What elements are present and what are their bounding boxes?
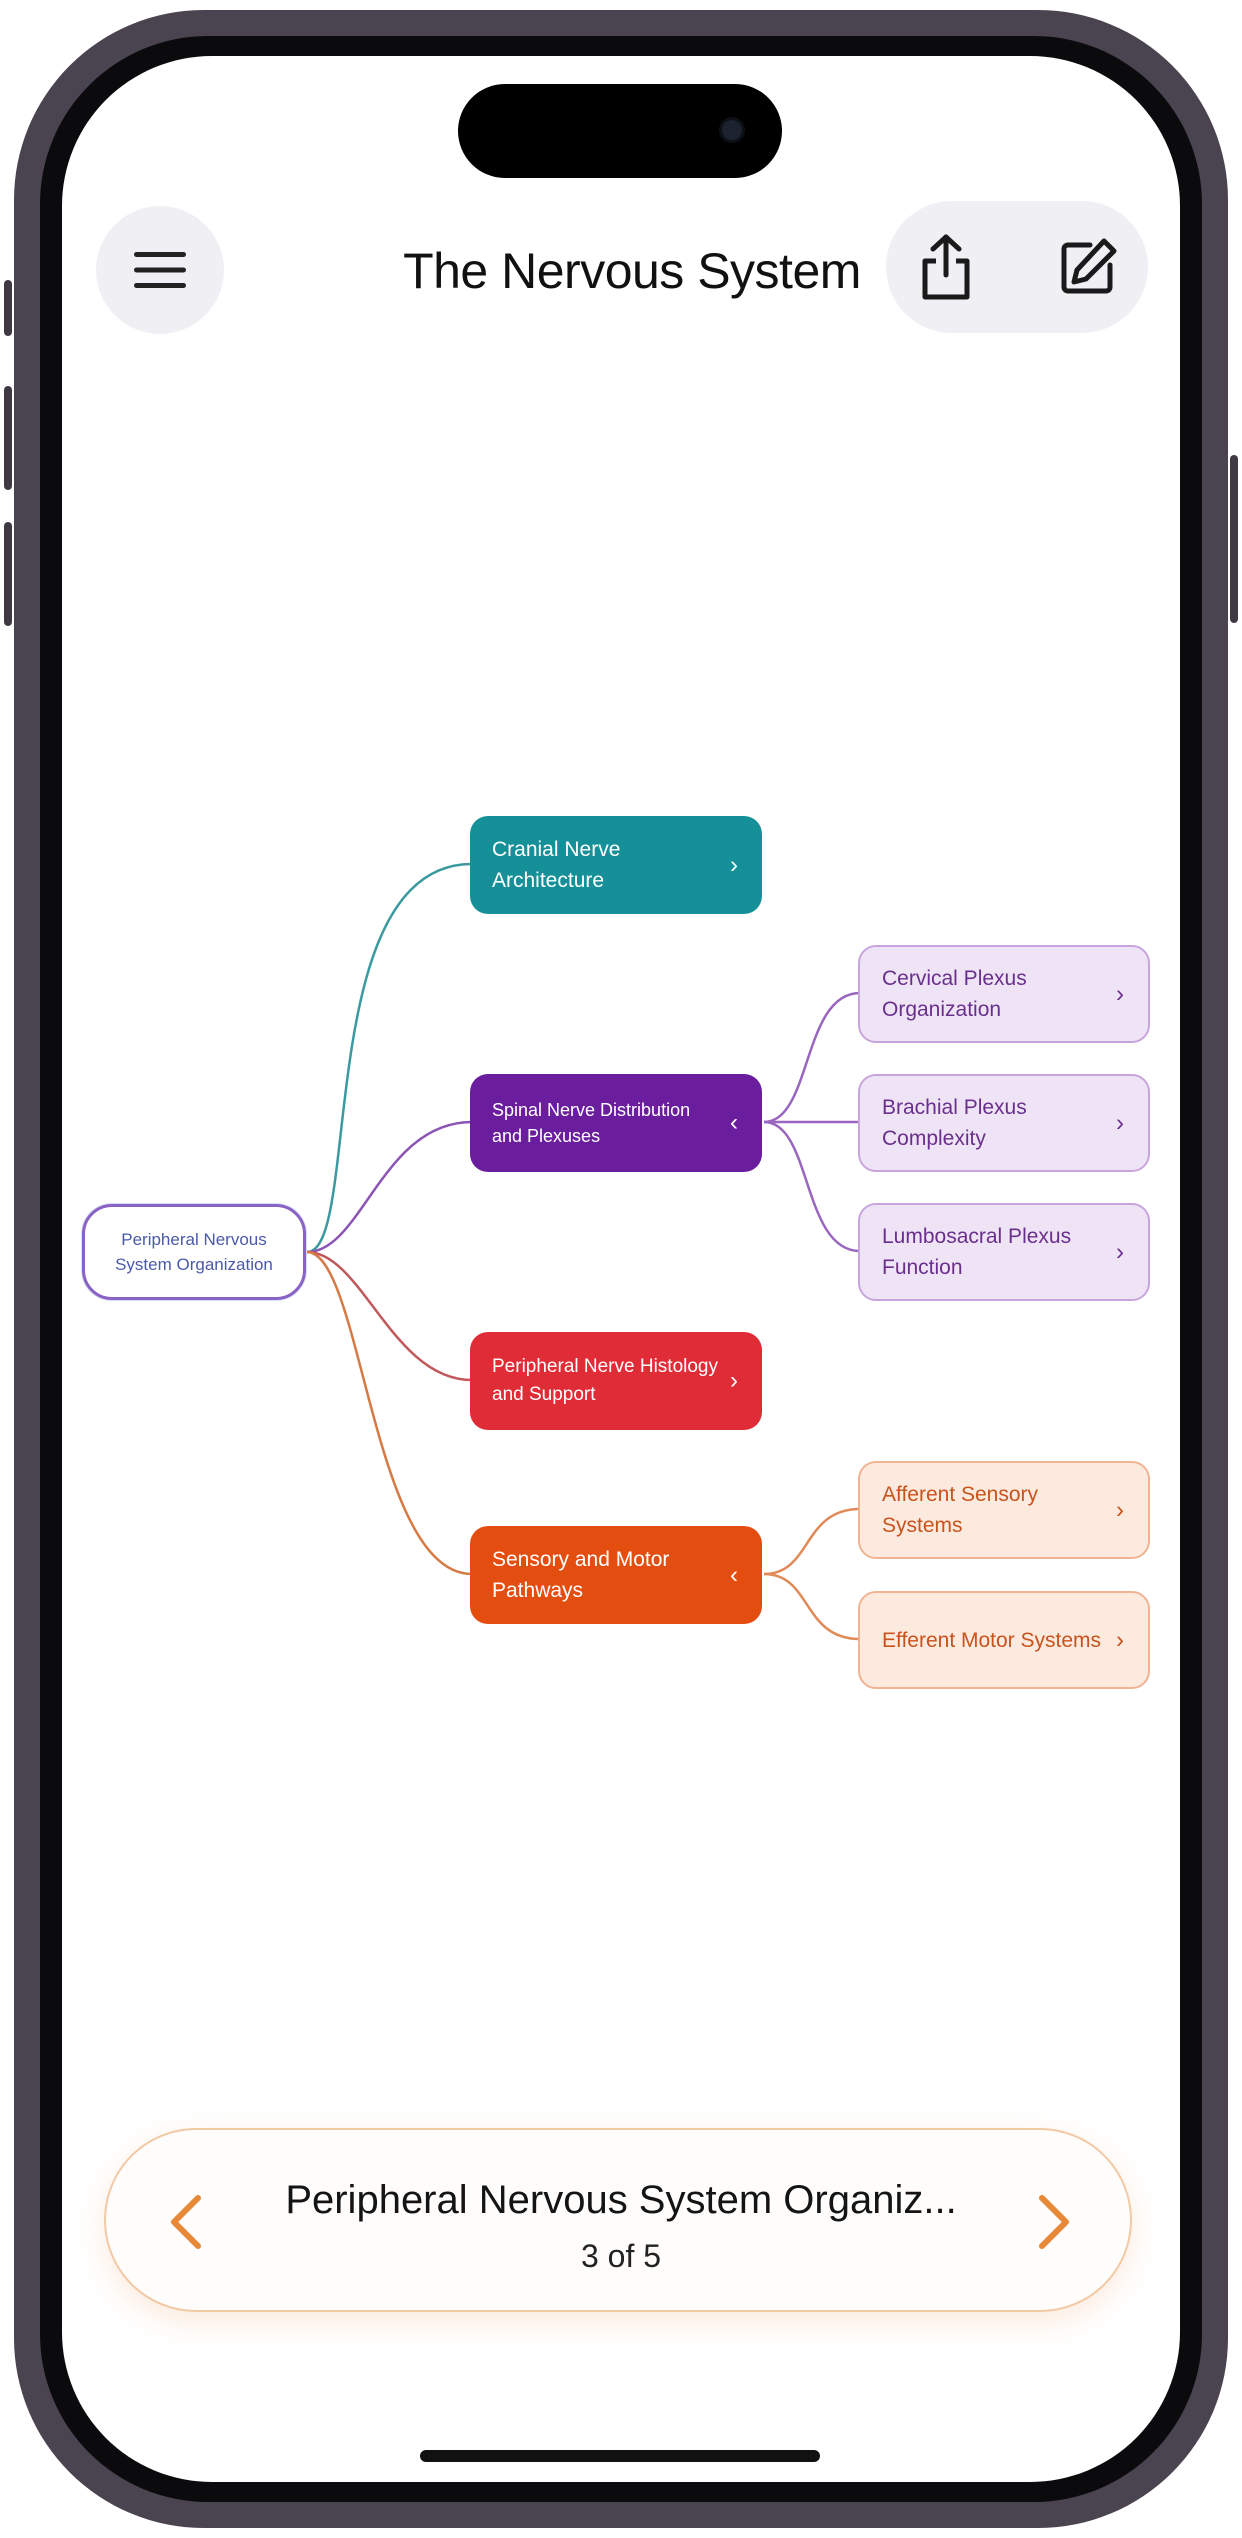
chevron-left-icon: ‹ [730,1109,738,1136]
chevron-right-icon: › [730,851,738,879]
node-label: Cranial Nerve Architecture [492,838,621,892]
chevron-right-icon: › [1116,1238,1124,1266]
chevron-right-icon: › [730,1367,738,1394]
node-label: Afferent Sensory Systems [882,1483,1039,1537]
home-indicator[interactable] [420,2450,820,2462]
edit-icon [1061,238,1117,294]
node-spinal-nerve-distribution[interactable]: Spinal Nerve Distribution and Plexuses ‹ [470,1074,762,1172]
share-button[interactable] [906,227,986,307]
node-cranial-nerve-architecture[interactable]: Cranial Nerve Architecture › [470,816,762,914]
camera-icon [722,120,742,140]
node-brachial-plexus[interactable]: Brachial Plexus Complexity › [858,1074,1150,1172]
next-button[interactable] [1014,2182,1094,2262]
node-label: Brachial Plexus Complexity [882,1096,1027,1150]
chevron-right-icon: › [1116,1496,1124,1524]
connector-afferent [763,1507,861,1576]
bottom-navigator: Peripheral Nervous System Organiz... 3 o… [104,2128,1132,2312]
connector-cranial [306,862,473,1254]
connector-pathways [306,1250,473,1576]
connector-cervical [763,991,861,1124]
chevron-right-icon: › [1116,1109,1124,1137]
power-button [1230,455,1238,623]
current-node-title: Peripheral Nervous System Organiz... [285,2178,957,2222]
chevron-left-icon: ‹ [730,1561,738,1589]
menu-button[interactable] [96,206,224,334]
chevron-left-icon [171,2195,201,2249]
mindmap-root-node[interactable]: Peripheral Nervous System Organization [82,1204,306,1300]
connector-lumbosacral [763,1120,861,1253]
dynamic-island [458,84,782,178]
volume-down-button [4,522,12,626]
page-title: The Nervous System [403,243,861,299]
node-afferent-sensory[interactable]: Afferent Sensory Systems › [858,1461,1150,1559]
node-peripheral-nerve-histology[interactable]: Peripheral Nerve Histology and Support › [470,1332,762,1430]
node-label: Lumbosacral Plexus Function [882,1225,1072,1279]
header-actions [886,201,1148,333]
node-label: Sensory and Motor Pathways [492,1548,670,1602]
side-button [4,280,12,336]
page-counter: 3 of 5 [580,2238,662,2274]
root-node-label: Peripheral Nervous System Organization [115,1230,273,1274]
node-label: Peripheral Nerve Histology and Support [492,1356,718,1405]
connector-spinal [306,1120,473,1254]
volume-up-button [4,386,12,490]
chevron-right-icon: › [1116,980,1124,1008]
app-screen: The Nervous System Peripheral Nervo [62,56,1180,2482]
connector-histology [306,1250,473,1382]
node-efferent-motor[interactable]: Efferent Motor Systems › [858,1591,1150,1689]
node-sensory-motor-pathways[interactable]: Sensory and Motor Pathways ‹ [470,1526,762,1624]
node-label: Efferent Motor Systems [882,1628,1102,1652]
share-icon [922,234,970,300]
mindmap-connectors [306,862,861,1641]
node-label: Spinal Nerve Distribution and Plexuses [492,1100,691,1146]
node-label: Cervical Plexus Organization [882,967,1027,1021]
hamburger-menu-icon [134,252,186,288]
node-cervical-plexus[interactable]: Cervical Plexus Organization › [858,945,1150,1043]
node-lumbosacral-plexus[interactable]: Lumbosacral Plexus Function › [858,1203,1150,1301]
edit-button[interactable] [1048,227,1128,307]
prev-button[interactable] [146,2182,226,2262]
connector-efferent [763,1572,861,1641]
chevron-right-icon [1039,2195,1069,2249]
chevron-right-icon: › [1116,1626,1124,1654]
